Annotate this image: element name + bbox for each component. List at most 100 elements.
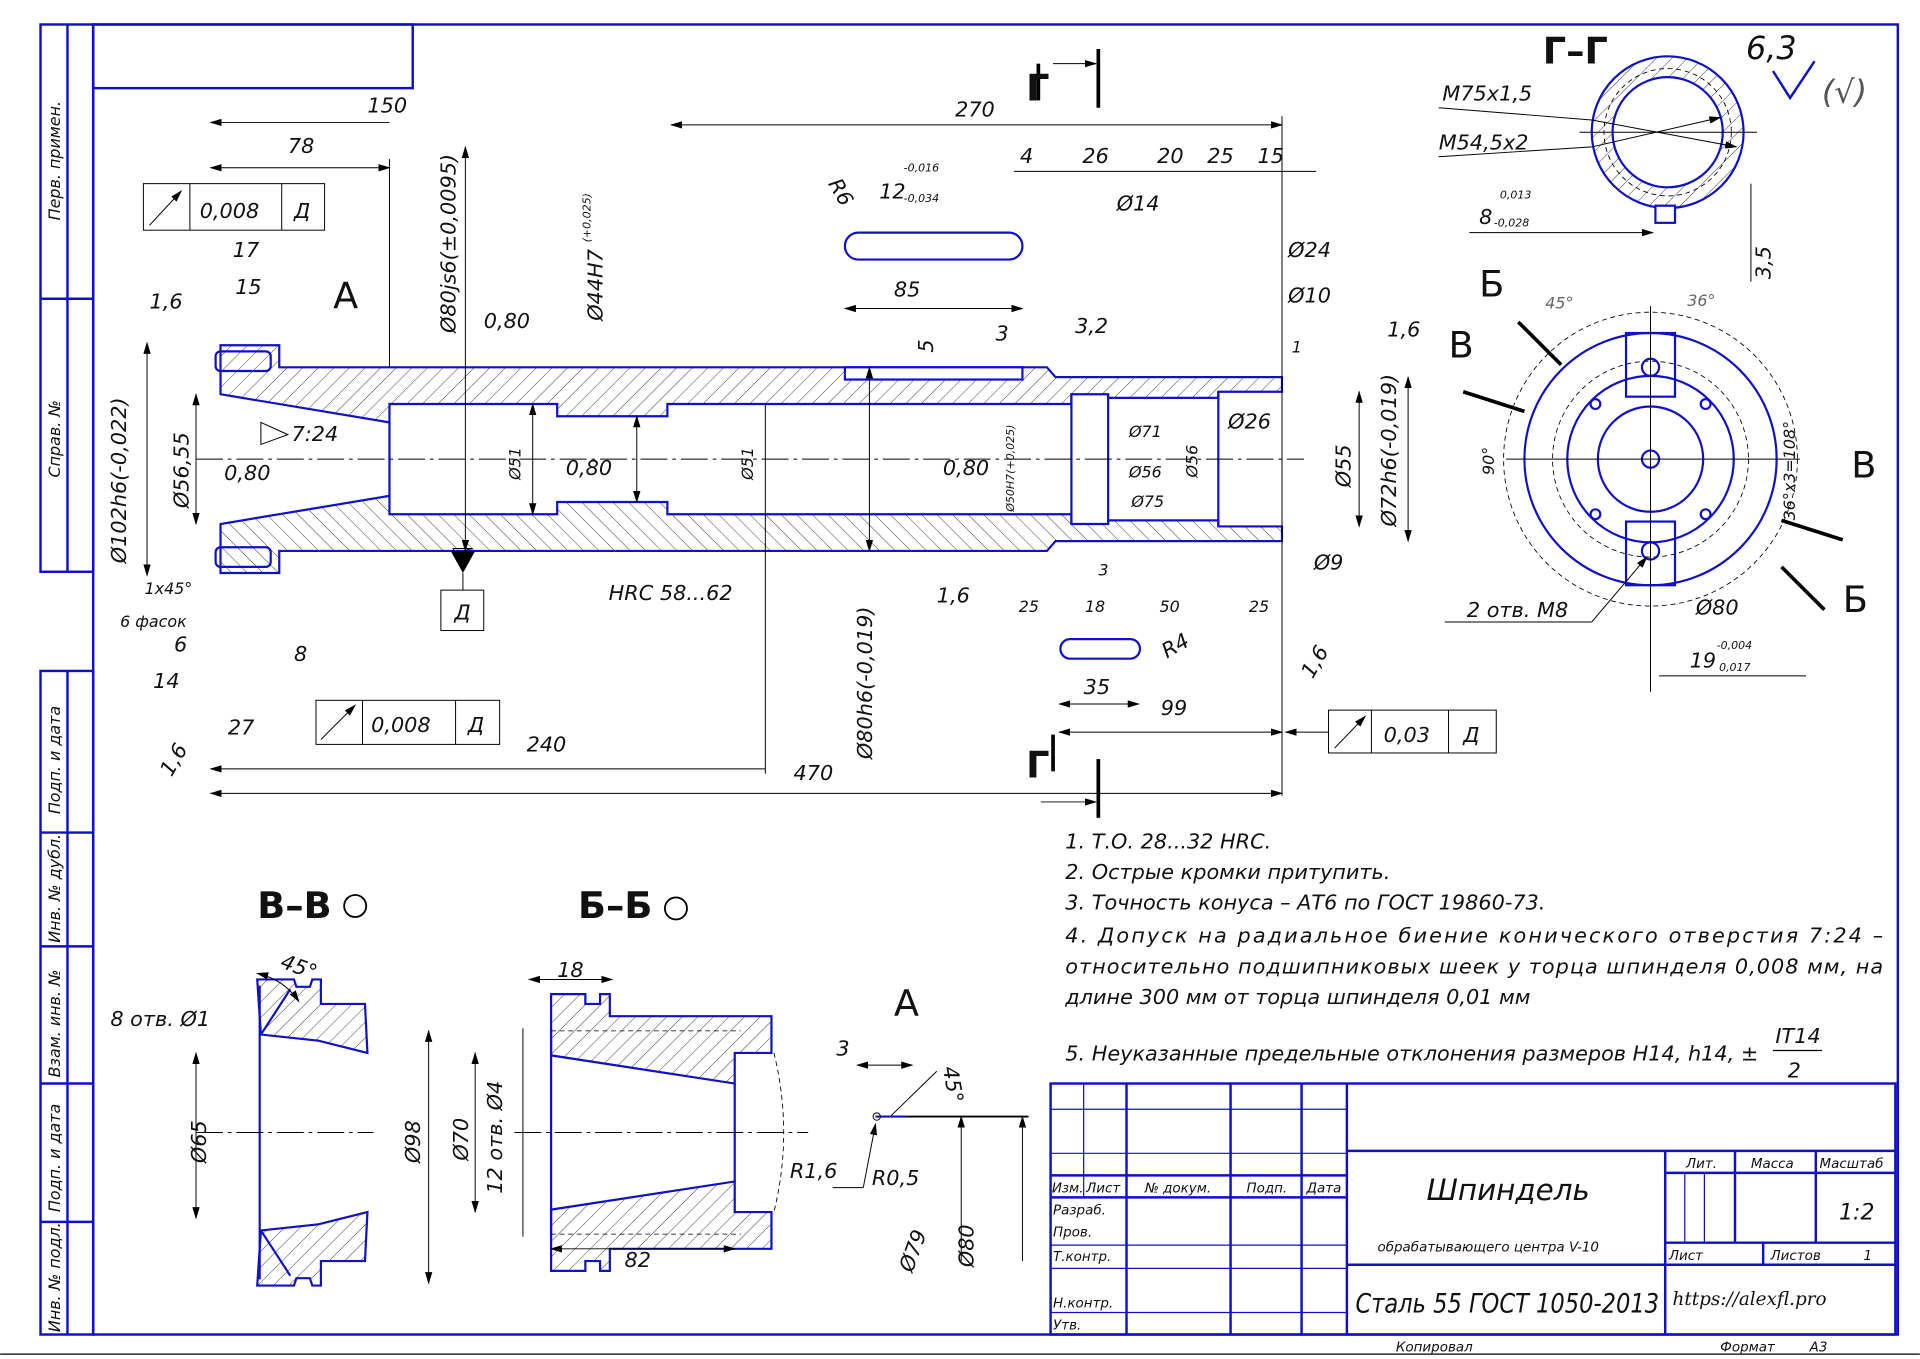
dim-dia80js6: Ø80js6(±0,0095)	[437, 154, 461, 334]
bb-r1-6: R1,6	[790, 1159, 838, 1183]
tb-prov: Пров.	[1053, 1226, 1092, 1241]
bb-dia70: Ø70	[449, 1118, 473, 1162]
dim-dia56-a: Ø56	[1128, 462, 1162, 481]
note-4-line-3: длине 300 мм от торца шпинделя 0,01 мм	[1064, 985, 1530, 1009]
dim-dia24: Ø24	[1287, 238, 1331, 262]
dim-dia9: Ø9	[1313, 550, 1344, 574]
taper-7-24: 7:24	[292, 422, 339, 446]
tb-sheets-count: 1	[1864, 1249, 1873, 1264]
tb-tkontr: Т.контр.	[1053, 1250, 1111, 1265]
stamp-podp-data-1: Подп. и дата	[45, 706, 64, 814]
roughness-3-2: 3,2	[1075, 314, 1108, 338]
dim-15-top: 15	[1258, 144, 1284, 168]
view-bb-title: Б–Б	[578, 884, 652, 927]
roughness-080-d: 0,80	[943, 456, 989, 480]
stamp-podp-data-2: Подп. и дата	[45, 1104, 64, 1212]
tb-website: https://alexfl.pro	[1673, 1289, 1827, 1310]
note-2: 2. Острые кромки притупить.	[1065, 860, 1390, 884]
angle-108: 36°х3=108°	[1780, 421, 1799, 520]
fcf-runout-3: 0,03 Д	[1284, 709, 1497, 754]
dim-78: 78	[288, 134, 314, 158]
roughness-080-b: 0,80	[224, 461, 270, 485]
fcf3-tolerance: 0,03	[1384, 723, 1430, 747]
angle-36: 36°	[1687, 291, 1715, 310]
dim-4: 4	[1020, 144, 1033, 168]
dim-8: 8	[294, 642, 307, 666]
slot-width: 8	[1479, 205, 1492, 229]
dim-240: 240	[527, 733, 567, 757]
tb-data: Дата	[1305, 1181, 1341, 1196]
main-dimension-labels: 150 78 270 17 15 А 1,6 Ø80js6(±0,0095) 0…	[107, 94, 1420, 785]
note-4-line-2: относительно подшипниковых шеек у торца …	[1065, 954, 1883, 978]
tb-sheets: Листов	[1770, 1249, 1821, 1264]
width-19-lower: 0,017	[1719, 661, 1751, 674]
note-5-fraction-num: IT14	[1775, 1024, 1820, 1048]
chamfer-count: 6 фасок	[120, 612, 187, 631]
dim-25-top: 25	[1207, 144, 1233, 168]
dim-dia56-b: Ø56	[1183, 445, 1202, 479]
roughness-1-6-e: 1,6	[1296, 641, 1333, 682]
thread-m75: M75x1,5	[1442, 81, 1532, 105]
tb-material: Сталь 55 ГОСТ 1050-2013	[1355, 1288, 1659, 1319]
dim-dia51-a: Ø51	[505, 447, 524, 481]
roughness-1-6-b: 1,6	[1387, 318, 1420, 342]
section-cut-g: Г Г	[1026, 48, 1101, 818]
view-vv-title: В–В	[257, 884, 331, 927]
slot-lower-tol: -0,028	[1494, 217, 1529, 230]
dim-18: 18	[1085, 597, 1105, 616]
dim-dia14: Ø14	[1116, 192, 1160, 216]
tb-part-name: Шпиндель	[1426, 1173, 1589, 1207]
bb-dia98: Ø98	[401, 1120, 425, 1164]
dim-17: 17	[233, 238, 260, 262]
tb-masshtab: Масштаб	[1819, 1156, 1883, 1172]
note-5: 5. Неуказанные предельные отклонения раз…	[1065, 1041, 1758, 1065]
roughness-value: 6,3	[1746, 29, 1797, 67]
cut-b-top: Б	[1479, 262, 1504, 305]
tb-copied: Копировал	[1396, 1341, 1473, 1356]
angle-45: 45°	[1545, 294, 1573, 313]
fcf2-tolerance: 0,008	[371, 713, 431, 737]
dim-85: 85	[894, 277, 920, 301]
bb-dim-82: 82	[625, 1248, 651, 1272]
angle-90: 90°	[1479, 447, 1498, 475]
roughness-1-6-a: 1,6	[149, 290, 182, 314]
bb-dim-18: 18	[557, 958, 583, 982]
dim-dia44h7: Ø44H7	[583, 248, 607, 321]
tb-izm: Изм.	[1052, 1181, 1084, 1196]
tb-lit: Лит.	[1685, 1157, 1717, 1172]
main-view-spindle: 0,008 Д 0,008 Д 0,03 Д Д Г Г	[107, 48, 1497, 818]
section-g-title: Г–Г	[1543, 30, 1608, 73]
roughness-1-6-d: 1,6	[155, 739, 192, 780]
note-3: 3. Точность конуса – АТ6 по ГОСТ 19860-7…	[1065, 891, 1545, 915]
thread-m54: M54,5x2	[1439, 130, 1529, 154]
section-g-top-label: Г	[1026, 66, 1049, 109]
tb-razrab: Разраб.	[1053, 1203, 1106, 1219]
datum-d-label: Д	[453, 601, 470, 625]
flange-end-view: Б В 45° 36° 90° 36°х3=108° В Б 2 отв. М8…	[1444, 262, 1877, 692]
bb-holes: 12 отв. Ø4	[483, 1081, 507, 1194]
vv-holes: 8 отв. Ø1	[110, 1007, 210, 1031]
tb-massa: Масса	[1751, 1157, 1794, 1172]
dim-27: 27	[228, 716, 255, 740]
holes-m8: 2 отв. М8	[1467, 598, 1568, 622]
dim-50: 50	[1160, 597, 1180, 616]
cut-b-bottom: Б	[1843, 578, 1868, 621]
tb-utv: Утв.	[1053, 1319, 1081, 1334]
detail-a-title: А	[894, 982, 919, 1025]
detail-a-dia80: Ø80	[954, 1224, 978, 1268]
fcf1-tolerance: 0,008	[200, 199, 260, 223]
dim-dia72h6: Ø72h6(-0,019)	[1377, 374, 1401, 528]
dim-26: 26	[1082, 144, 1108, 168]
fcf1-datum: Д	[293, 199, 310, 223]
dim-35: 35	[1084, 675, 1110, 699]
dim-99: 99	[1161, 696, 1187, 720]
detail-a-dia79: Ø79	[894, 1227, 932, 1276]
sheet-frame	[0, 23, 1920, 1355]
note-5-fraction-den: 2	[1788, 1058, 1801, 1082]
slot-depth: 3,5	[1752, 246, 1776, 279]
tb-format: Формат	[1720, 1341, 1776, 1356]
detail-a-dim-3: 3	[836, 1036, 849, 1060]
stamp-inv-dubl: Инв. № дубл.	[45, 834, 64, 943]
dim-r6: R6	[823, 174, 858, 210]
note-4-line-1: 4. Допуск на радиальное биение коническо…	[1065, 924, 1883, 948]
